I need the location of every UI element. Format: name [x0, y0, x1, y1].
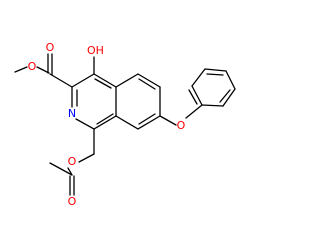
bond-c1-c8a — [93, 115, 117, 130]
bond-ph5-ph6-inner — [219, 89, 231, 103]
atom-o-acetoxy: O — [68, 155, 77, 168]
atom-o-ester-carbonyl: O — [46, 41, 55, 54]
bond-c4a-c4 — [93, 73, 117, 88]
bond-c5-c6-inner — [138, 78, 156, 90]
atom-labels: O O OH N O O O — [28, 41, 186, 208]
molecule-diagram: O O OH N O O O — [14, 41, 236, 208]
atom-o-ester: O — [28, 60, 37, 73]
bond-c7-o-phenoxy — [159, 115, 177, 126]
atom-nitrogen: N — [68, 107, 76, 120]
bond-c1-c8a-inner — [96, 113, 114, 125]
bond-ph3-ph4-inner — [206, 73, 224, 76]
bond-ph1-ph2-inner — [188, 89, 198, 105]
bond-ph1-ph2 — [191, 85, 203, 106]
structure-canvas: O O OH N O O O — [14, 41, 236, 208]
bond-ph5-ph6 — [222, 88, 236, 107]
bond-ph3-ph4 — [204, 68, 227, 72]
bond-o-phenyl — [185, 104, 203, 119]
bond-c3-c4 — [71, 73, 95, 88]
bonds — [14, 53, 236, 196]
atom-o-acetyl-carbonyl: O — [68, 195, 77, 208]
bond-c4a-c5 — [115, 73, 139, 88]
bond-n-c1 — [75, 118, 95, 130]
bond-c5-c6 — [137, 73, 161, 88]
bond-acetylc-methyl — [49, 162, 73, 176]
bond-c8-c8a — [115, 115, 139, 130]
bond-ph2-ph3 — [191, 68, 206, 87]
bond-o-acetylc — [67, 167, 73, 176]
bond-c7-c8-inner — [138, 113, 156, 125]
bond-c4a-c4-inner — [94, 78, 112, 89]
bond-esterc-c3 — [49, 73, 73, 88]
bond-ph4-ph5 — [225, 70, 236, 90]
bond-ch2-o — [78, 153, 95, 163]
atom-o-phenoxy: O — [177, 119, 186, 132]
bond-ph6-ph1 — [201, 104, 224, 107]
bond-c7-c8 — [137, 115, 161, 130]
bond-o-esterc — [36, 66, 50, 74]
bond-methyl-o — [14, 66, 28, 73]
atom-hydroxyl: OH — [87, 44, 104, 57]
